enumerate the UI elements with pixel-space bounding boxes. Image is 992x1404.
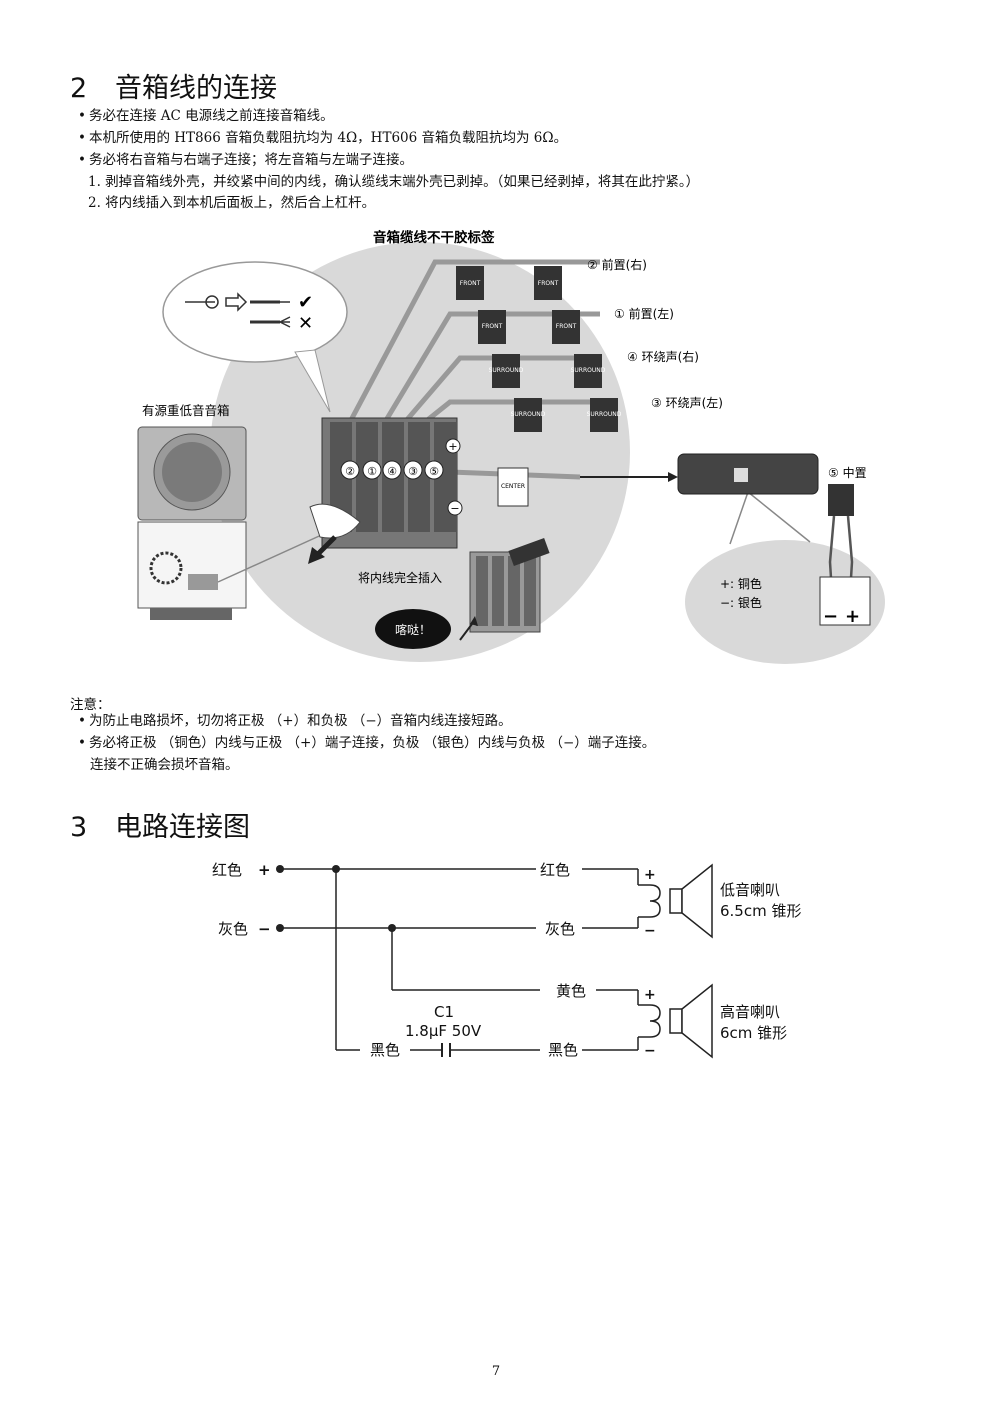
speaker-cables: [347, 259, 610, 480]
svg-text:FRONT: FRONT: [482, 323, 503, 330]
bullet-item: 本机所使用的 HT866 音箱负载阻抗均为 4Ω，HT606 音箱负载阻抗均为 …: [78, 130, 567, 146]
step-item: 2. 将内线插入到本机后面板上，然后合上杠杆。: [88, 195, 376, 211]
svg-text:③: ③: [408, 465, 418, 478]
wire-red-output-label: 红色: [540, 861, 570, 879]
svg-text:SURROUND: SURROUND: [511, 411, 546, 418]
speaker-connection-figure: ✔ ✕ FRONT FRONT FRONT FRONT SURROUND SUR…: [137, 229, 885, 664]
bullet-item: 务必在连接 AC 电源线之前连接音箱线。: [78, 108, 334, 124]
bullet-item: 务必将右音箱与右端子连接；将左音箱与左端子连接。: [78, 152, 413, 168]
svg-text:−: −: [450, 502, 459, 515]
svg-text:SURROUND: SURROUND: [587, 411, 622, 418]
hand-illustration: [309, 503, 361, 539]
insert-instruction: 将内线完全插入: [358, 570, 442, 585]
click-bubble: [375, 609, 451, 649]
channel-label-surround-left: ③ 环绕声(左): [651, 395, 723, 410]
tweeter-name: 高音喇叭: [720, 1003, 780, 1021]
svg-text:①: ①: [367, 465, 377, 478]
svg-text:FRONT: FRONT: [460, 280, 481, 287]
wire-yellow-label: 黄色: [556, 982, 586, 1000]
woofer-minus: −: [644, 923, 656, 939]
notes-title: 注意：: [70, 697, 111, 713]
note-item: 务必将正极 （铜色）内线与正极 （+）端子连接，负极 （银色）内线与负极 （−）…: [78, 735, 655, 751]
cable-label-caption: 音箱缆线不干胶标签: [373, 229, 495, 246]
svg-text:+: +: [845, 606, 860, 627]
center-terminal: [819, 576, 871, 626]
svg-text:+: +: [448, 440, 457, 453]
svg-text:SURROUND: SURROUND: [489, 367, 524, 374]
note-item: 为防止电路损坏，切勿将正极 （+）和负极 （−）音箱内线连接短路。: [78, 713, 512, 729]
channel-label-center: ⑤ 中置: [828, 465, 867, 480]
svg-text:⑤: ⑤: [429, 465, 439, 478]
svg-text:FRONT: FRONT: [556, 323, 577, 330]
wire-strip-bubble: [162, 261, 348, 363]
center-cable-tag: [828, 484, 854, 516]
channel-numbers: ② ① ④ ③ ⑤: [340, 460, 444, 480]
section-3-heading: 3 电路连接图: [70, 805, 250, 844]
polarity-plus-label: +: 铜色: [720, 576, 762, 591]
woofer-name: 低音喇叭: [720, 881, 780, 899]
svg-text:CENTER: CENTER: [501, 483, 525, 490]
tweeter-speaker-icon: [669, 983, 713, 1059]
twisted-wire-icon: [185, 292, 291, 328]
section-number: 2: [70, 73, 88, 104]
input-plus-sign: +: [258, 861, 271, 879]
cross-icon: ✕: [298, 313, 313, 334]
capacitor-symbol: [441, 1043, 451, 1057]
section-title: 电路连接图: [115, 812, 250, 843]
check-icon: ✔: [298, 292, 313, 313]
terminal-zoom-bubble: [685, 540, 885, 664]
woofer-speaker-icon: [669, 863, 713, 939]
wire-red-input-label: 红色: [212, 861, 242, 879]
subwoofer-label: 有源重低音音箱: [142, 403, 230, 418]
section-number: 3: [70, 812, 88, 843]
section-title: 音箱线的连接: [115, 73, 277, 104]
svg-text:−: −: [823, 606, 838, 627]
cable-label-tags: FRONT FRONT FRONT FRONT SURROUND SURROUN…: [456, 266, 622, 507]
svg-text:喀哒！: 喀哒！: [395, 623, 431, 637]
woofer-size: 6.5cm 锥形: [720, 902, 801, 920]
section-2-heading: 2 音箱线的连接: [70, 66, 277, 105]
wire-black-right-label: 黑色: [548, 1041, 578, 1059]
svg-text:②: ②: [345, 465, 355, 478]
circuit-diagram: 红色 + 灰色 − 红色 灰色 黄色 黑色 黑色 C1 1.8μF 50V + …: [212, 861, 801, 1059]
channel-label-front-left: ① 前置(左): [614, 306, 674, 321]
tweeter-size: 6cm 锥形: [720, 1024, 787, 1042]
channel-label-surround-right: ④ 环绕声(右): [627, 349, 699, 364]
junction-dots: [276, 865, 396, 932]
page-number: 7: [491, 1364, 501, 1379]
wire-gray-input-label: 灰色: [218, 920, 248, 938]
channel-label-front-right: ② 前置(右): [587, 257, 647, 272]
step-item: 1. 剥掉音箱线外壳，并绞紧中间的内线，确认缆线末端外壳已剥掉。（如果已经剥掉，…: [88, 174, 700, 190]
terminal-inset: [469, 537, 550, 633]
polarity-minus-label: −: 银色: [720, 596, 762, 610]
input-minus-sign: −: [258, 920, 271, 938]
capacitor-value: 1.8μF 50V: [405, 1022, 482, 1040]
svg-text:SURROUND: SURROUND: [571, 367, 606, 374]
svg-text:FRONT: FRONT: [538, 280, 559, 287]
tweeter-minus: −: [644, 1043, 656, 1059]
wire-black-left-label: 黑色: [370, 1041, 400, 1059]
capacitor-name: C1: [434, 1003, 454, 1021]
circuit-wires: [280, 868, 661, 1051]
svg-text:④: ④: [387, 465, 397, 478]
note-continuation: 连接不正确会损坏音箱。: [90, 757, 239, 773]
tweeter-plus: +: [644, 987, 656, 1003]
subwoofer-unit: [137, 426, 247, 620]
wire-gray-output-label: 灰色: [545, 920, 575, 938]
woofer-plus: +: [644, 867, 656, 883]
center-speaker: [677, 453, 819, 495]
